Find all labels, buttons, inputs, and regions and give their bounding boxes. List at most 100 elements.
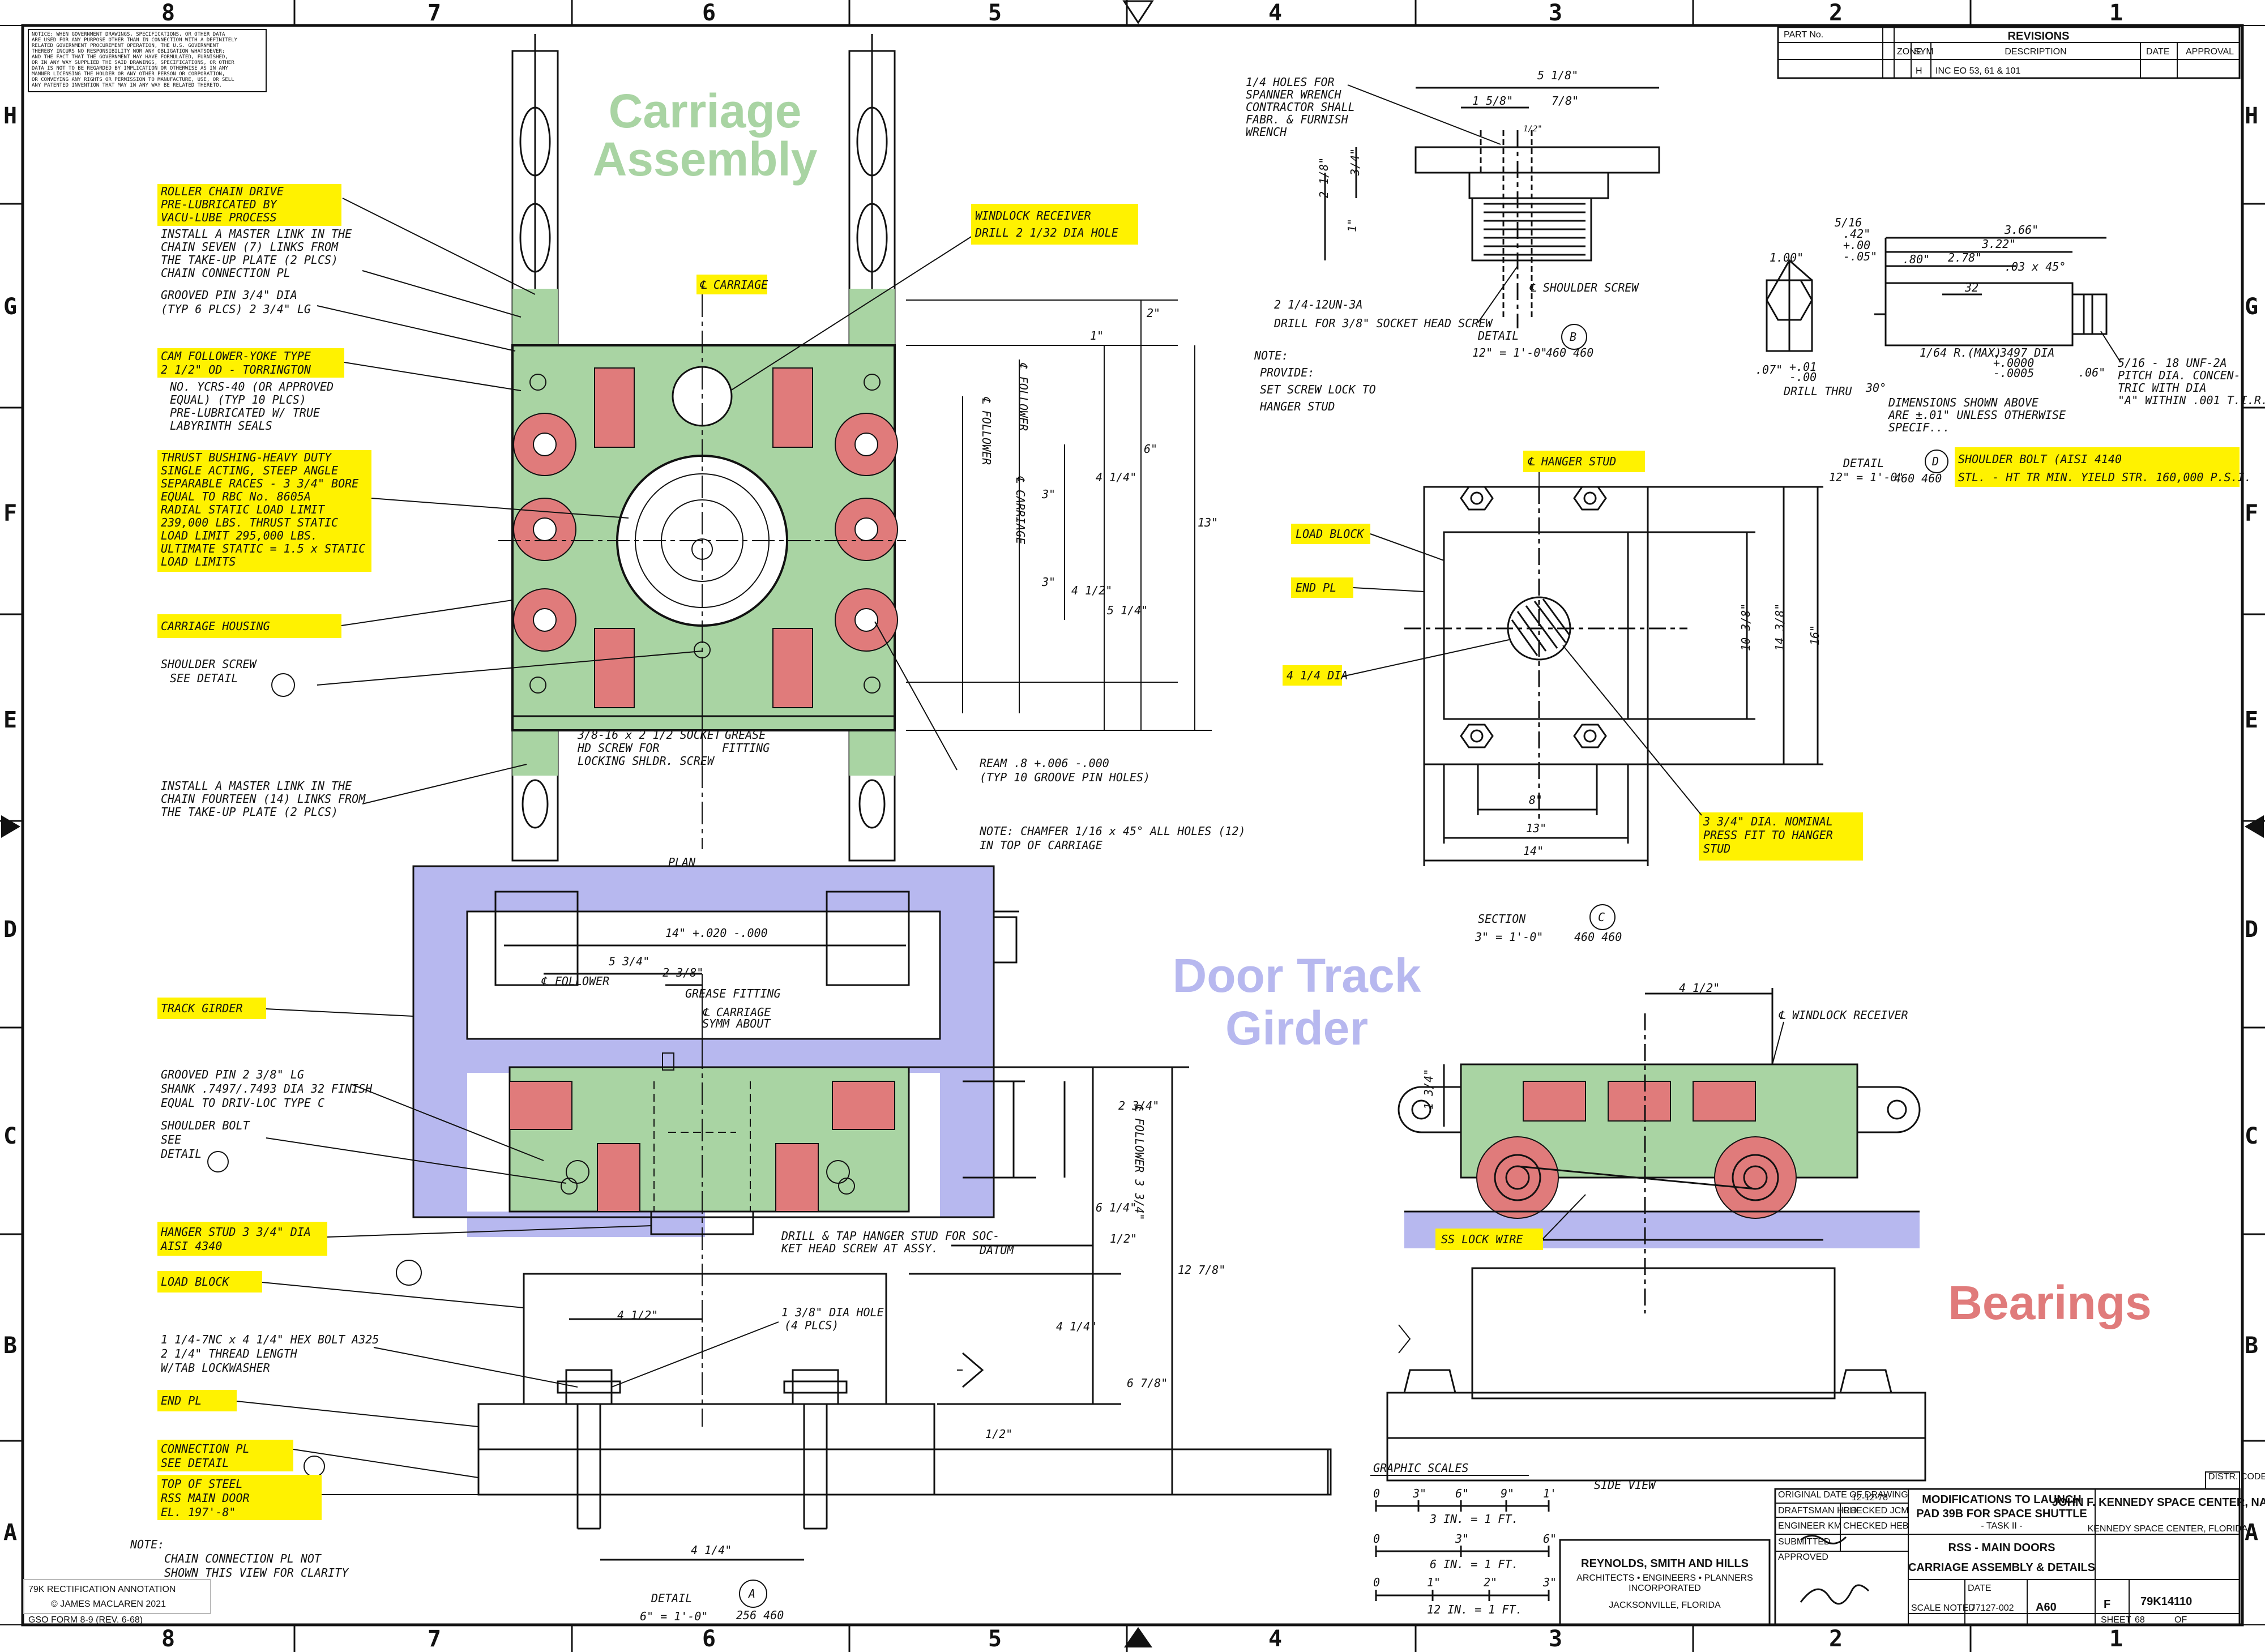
svg-text:APPROVAL: APPROVAL xyxy=(2186,47,2234,57)
zone-col-1: 1 xyxy=(2109,0,2123,26)
detail-b-title: DETAIL xyxy=(1477,329,1519,343)
svg-text:6 IN. = 1 FT.: 6 IN. = 1 FT. xyxy=(1430,1557,1519,1571)
svg-text:1': 1' xyxy=(1543,1487,1557,1500)
zone-col-3-bottom: 3 xyxy=(1549,1626,1562,1652)
svg-text:4 1/4": 4 1/4" xyxy=(1056,1320,1097,1333)
svg-text:14": 14" xyxy=(1523,844,1544,858)
svg-text:SEE DETAIL: SEE DETAIL xyxy=(161,1456,229,1470)
svg-text:460 460: 460 460 xyxy=(1574,930,1622,944)
zone-col-5: 5 xyxy=(988,0,1002,26)
svg-text:14 3/8": 14 3/8" xyxy=(1773,604,1787,651)
svg-text:PRE-LUBRICATED W/ TRUE: PRE-LUBRICATED W/ TRUE xyxy=(170,406,320,420)
svg-text:CAM FOLLOWER-YOKE TYPE: CAM FOLLOWER-YOKE TYPE xyxy=(161,349,311,363)
svg-text:LOAD BLOCK: LOAD BLOCK xyxy=(1296,527,1365,541)
svg-text:CHECKED JCM: CHECKED JCM xyxy=(1843,1506,1909,1516)
svg-text:2 1/8": 2 1/8" xyxy=(1317,157,1331,198)
svg-text:5 3/4": 5 3/4" xyxy=(609,955,649,968)
svg-text:-.00: -.00 xyxy=(1789,370,1817,384)
svg-text:"A" WITHIN .001 T.I.R.: "A" WITHIN .001 T.I.R. xyxy=(2118,393,2265,407)
svg-text:D: D xyxy=(1931,455,1939,468)
svg-text:OR IN ANY WAY SUPPLIED THE SAI: OR IN ANY WAY SUPPLIED THE SAID DRAWINGS… xyxy=(32,60,234,66)
svg-text:0: 0 xyxy=(1373,1576,1380,1589)
svg-text:MODIFICATIONS TO LAUNCH: MODIFICATIONS TO LAUNCH xyxy=(1922,1493,2081,1506)
svg-text:DETAIL: DETAIL xyxy=(160,1147,202,1161)
svg-text:3 IN. = 1 FT.: 3 IN. = 1 FT. xyxy=(1429,1512,1519,1526)
svg-text:SHOULDER BOLT: SHOULDER BOLT xyxy=(161,1119,250,1132)
svg-text:12" = 1'-0": 12" = 1'-0" xyxy=(1472,346,1547,359)
svg-text:SEPARABLE RACES - 3 3/4" BORE: SEPARABLE RACES - 3 3/4" BORE xyxy=(161,477,358,490)
svg-text:7/8": 7/8" xyxy=(1552,94,1579,108)
svg-text:MANNER LICENSING THE HOLDER OR: MANNER LICENSING THE HOLDER OR ANY OTHER… xyxy=(32,71,225,77)
svg-text:1": 1" xyxy=(1345,219,1359,232)
svg-text:℄ HANGER STUD: ℄ HANGER STUD xyxy=(1527,455,1616,468)
svg-text:460 460: 460 460 xyxy=(1546,346,1593,359)
legend-carriage-line2: Assembly xyxy=(593,132,818,186)
zone-row-a-right: A xyxy=(2245,1520,2258,1546)
svg-text:3": 3" xyxy=(1542,1576,1557,1589)
svg-text:℄ FOLLOWER: ℄ FOLLOWER xyxy=(1016,362,1030,431)
svg-text:PROVIDE:: PROVIDE: xyxy=(1260,366,1314,379)
government-notice: NOTICE: WHEN GOVERNMENT DRAWINGS, SPECIF… xyxy=(28,29,267,92)
svg-text:1/4 HOLES FOR: 1/4 HOLES FOR xyxy=(1246,75,1335,89)
svg-text:12-12-78: 12-12-78 xyxy=(1852,1493,1888,1503)
svg-text:2": 2" xyxy=(1147,306,1160,320)
svg-text:INSTALL A MASTER LINK IN THE: INSTALL A MASTER LINK IN THE xyxy=(161,779,352,793)
svg-text:77127-002: 77127-002 xyxy=(1971,1603,2014,1613)
svg-text:TRACK GIRDER: TRACK GIRDER xyxy=(161,1002,243,1015)
zone-row-g: G xyxy=(3,294,17,320)
firm-name: REYNOLDS, SMITH AND HILLS xyxy=(1581,1557,1749,1570)
svg-text:2": 2" xyxy=(1484,1576,1497,1589)
svg-text:6 7/8": 6 7/8" xyxy=(1127,1376,1168,1390)
svg-text:SUBMITTED: SUBMITTED xyxy=(1778,1537,1830,1547)
svg-text:1/64 R.(MAX): 1/64 R.(MAX) xyxy=(1920,346,2002,359)
svg-text:32: 32 xyxy=(1964,281,1978,294)
svg-text:W/TAB LOCKWASHER: W/TAB LOCKWASHER xyxy=(161,1361,270,1375)
svg-text:0: 0 xyxy=(1373,1532,1380,1546)
svg-text:THEREBY INCURS NO RESPONSIBILI: THEREBY INCURS NO RESPONSIBILITY NOR ANY… xyxy=(32,49,225,54)
svg-text:239,000 LBS. THRUST STATIC: 239,000 LBS. THRUST STATIC xyxy=(161,516,338,529)
svg-text:SYM: SYM xyxy=(1914,47,1934,57)
svg-text:12 IN. = 1 FT.: 12 IN. = 1 FT. xyxy=(1427,1603,1523,1616)
svg-text:CHECKED HEB: CHECKED HEB xyxy=(1843,1521,1909,1531)
graphic-scales: GRAPHIC SCALES 0 3" 6" 9" 1' 3 IN. = 1 F… xyxy=(1370,1461,1557,1616)
svg-text:6 1/4": 6 1/4" xyxy=(1096,1201,1136,1214)
svg-text:RADIAL STATIC LOAD LIMIT: RADIAL STATIC LOAD LIMIT xyxy=(161,503,326,516)
svg-text:ENGINEER KM: ENGINEER KM xyxy=(1778,1521,1841,1531)
svg-text:CONNECTION PL: CONNECTION PL xyxy=(161,1442,250,1456)
section-c-title: SECTION xyxy=(1478,912,1526,926)
svg-text:+.0000: +.0000 xyxy=(1993,356,2034,370)
svg-text:4 1/2": 4 1/2" xyxy=(617,1308,658,1322)
detail-d-title: DETAIL xyxy=(1843,456,1884,470)
svg-text:3/4": 3/4" xyxy=(1348,148,1362,176)
svg-text:4 1/4 DIA: 4 1/4 DIA xyxy=(1287,669,1348,682)
side-view: 4 1/2" 1 3/4" ℄ WINDLOCK RECEIVER SS LOC… xyxy=(1386,981,1926,1492)
svg-text:ARCHITECTS • ENGINEERS • PLANN: ARCHITECTS • ENGINEERS • PLANNERS xyxy=(1576,1573,1753,1583)
svg-text:CARRIAGE ASSEMBLY & DETAILS: CARRIAGE ASSEMBLY & DETAILS xyxy=(1908,1561,2095,1574)
svg-text:6": 6" xyxy=(1455,1487,1469,1500)
zone-row-c: C xyxy=(3,1123,17,1149)
svg-text:13": 13" xyxy=(1198,516,1218,529)
svg-text:℄ SHOULDER SCREW: ℄ SHOULDER SCREW xyxy=(1529,281,1639,294)
svg-text:F: F xyxy=(2104,1598,2110,1611)
svg-text:THRUST BUSHING-HEAVY DUTY: THRUST BUSHING-HEAVY DUTY xyxy=(161,451,332,464)
svg-text:9": 9" xyxy=(1501,1487,1514,1500)
zone-row-h-right: H xyxy=(2245,103,2258,129)
svg-text:PRE-LUBRICATED BY: PRE-LUBRICATED BY xyxy=(161,198,278,211)
zone-row-d: D xyxy=(3,917,17,943)
svg-text:C: C xyxy=(1598,910,1605,924)
svg-text:ARE ±.01" UNLESS OTHERWISE: ARE ±.01" UNLESS OTHERWISE xyxy=(1887,408,2066,422)
svg-text:3/8-16 x 2 1/2 SOCKET: 3/8-16 x 2 1/2 SOCKET xyxy=(577,728,722,742)
svg-text:3.66": 3.66" xyxy=(2004,223,2038,237)
svg-text:3": 3" xyxy=(1412,1487,1426,1500)
part-no-label: PART No. xyxy=(1784,30,1823,40)
svg-text:ULTIMATE STATIC = 1.5 x STATIC: ULTIMATE STATIC = 1.5 x STATIC xyxy=(161,542,365,555)
zone-col-4: 4 xyxy=(1268,0,1282,26)
svg-text:CARRIAGE HOUSING: CARRIAGE HOUSING xyxy=(161,619,270,633)
svg-text:STUD: STUD xyxy=(1703,842,1730,855)
svg-text:SEE DETAIL: SEE DETAIL xyxy=(170,671,238,685)
svg-text:A60: A60 xyxy=(2036,1601,2057,1614)
svg-text:DATUM: DATUM xyxy=(979,1243,1014,1257)
zone-col-6: 6 xyxy=(702,0,716,26)
svg-text:SPECIF...: SPECIF... xyxy=(1888,421,1950,434)
